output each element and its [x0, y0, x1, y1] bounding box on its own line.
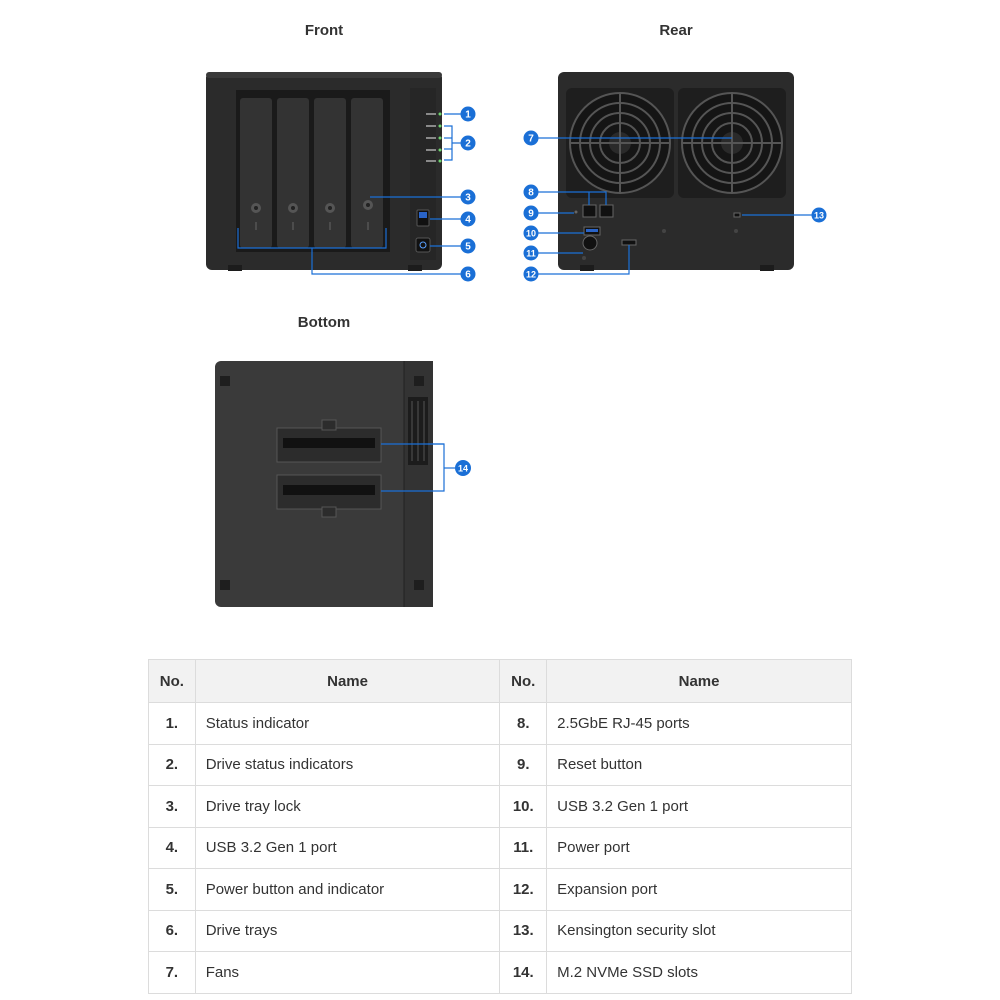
fan-right	[678, 88, 786, 198]
bottom-view-device	[215, 361, 433, 607]
front-view-device	[206, 72, 442, 271]
row-name: Drive trays	[194, 910, 501, 952]
row-number: 12.	[499, 868, 548, 911]
drive-tray-2	[277, 98, 309, 248]
svg-text:2: 2	[465, 139, 471, 150]
row-name: Drive status indicators	[194, 744, 501, 786]
row-number: 11.	[499, 827, 548, 869]
row-name: Power button and indicator	[194, 868, 501, 911]
device-diagram: 1 2 3 4 5 6 7 8 9 10 11 12 13 14	[206, 72, 827, 607]
table-row: 6. Drive trays 13. Kensington security s…	[148, 910, 852, 952]
row-name: Expansion port	[546, 868, 852, 911]
svg-text:1: 1	[465, 110, 471, 121]
table-header-row: No. Name No. Name	[148, 659, 852, 703]
row-number: 13.	[499, 910, 548, 952]
fan-left	[566, 88, 674, 198]
table-row: 1. Status indicator 8. 2.5GbE RJ-45 port…	[148, 702, 852, 745]
callout-7: 7	[523, 130, 539, 146]
header-no-right: No.	[499, 659, 548, 703]
drive-tray-4	[351, 98, 383, 248]
svg-text:6: 6	[465, 270, 471, 281]
table-row: 5. Power button and indicator 12. Expans…	[148, 868, 852, 911]
expansion-port	[621, 239, 637, 246]
callout-1: 1	[460, 106, 476, 122]
row-name: USB 3.2 Gen 1 port	[546, 785, 852, 828]
svg-text:3: 3	[465, 193, 471, 204]
row-number: 2.	[148, 744, 196, 786]
table-row: 7. Fans 14. M.2 NVMe SSD slots	[148, 951, 852, 994]
table-row: 4. USB 3.2 Gen 1 port 11. Power port	[148, 827, 852, 869]
reset-button	[574, 210, 578, 214]
callout-11: 11	[523, 245, 539, 261]
svg-text:5: 5	[465, 242, 471, 253]
callout-badges: 1 2 3 4 5 6 7 8 9 10 11 12 13 14	[455, 106, 827, 476]
kensington-slot	[733, 212, 741, 218]
row-name: Status indicator	[194, 702, 501, 745]
svg-text:10: 10	[526, 229, 536, 239]
leader-lines	[237, 113, 812, 492]
row-name: Power port	[546, 827, 852, 869]
callout-5: 5	[460, 238, 476, 254]
row-name: USB 3.2 Gen 1 port	[194, 827, 501, 869]
row-number: 4.	[148, 827, 196, 869]
table-row: 3. Drive tray lock 10. USB 3.2 Gen 1 por…	[148, 785, 852, 828]
row-number: 3.	[148, 785, 196, 828]
table-row: 2. Drive status indicators 9. Reset butt…	[148, 744, 852, 786]
row-number: 8.	[499, 702, 548, 745]
row-number: 9.	[499, 744, 548, 786]
row-name: 2.5GbE RJ-45 ports	[546, 702, 852, 745]
header-name-right: Name	[546, 659, 852, 703]
svg-text:12: 12	[526, 270, 536, 280]
rj45-port-2	[599, 204, 614, 218]
row-name: Drive tray lock	[194, 785, 501, 828]
m2-slot-cover-1	[276, 419, 382, 463]
header-no-left: No.	[148, 659, 196, 703]
row-name: Reset button	[546, 744, 852, 786]
bottom-view-title: Bottom	[297, 314, 351, 331]
callout-2: 2	[460, 135, 476, 151]
rj45-port-1	[582, 204, 597, 218]
row-number: 10.	[499, 785, 548, 828]
front-view-title: Front	[304, 22, 344, 39]
power-button	[415, 237, 431, 253]
callout-10: 10	[523, 225, 539, 241]
row-name: Fans	[194, 951, 501, 994]
svg-text:7: 7	[528, 134, 534, 145]
component-table: No. Name No. Name 1. Status indicator 8.…	[148, 659, 852, 994]
rear-view-title: Rear	[659, 22, 693, 39]
row-number: 6.	[148, 910, 196, 952]
svg-text:11: 11	[526, 249, 536, 259]
rear-view-device	[558, 72, 794, 271]
svg-text:4: 4	[465, 215, 471, 226]
svg-text:14: 14	[458, 464, 468, 474]
power-port	[582, 235, 598, 251]
callout-6: 6	[460, 266, 476, 282]
callout-3: 3	[460, 189, 476, 205]
row-number: 14.	[499, 951, 548, 994]
callout-4: 4	[460, 211, 476, 227]
callout-8: 8	[523, 184, 539, 200]
m2-slot-cover-2	[276, 474, 382, 518]
callout-12: 12	[523, 266, 539, 282]
callout-13: 13	[811, 207, 827, 223]
svg-text:9: 9	[528, 209, 534, 220]
callout-9: 9	[523, 205, 539, 221]
svg-text:13: 13	[814, 211, 824, 221]
row-number: 1.	[148, 702, 196, 745]
row-name: M.2 NVMe SSD slots	[546, 951, 852, 994]
header-name-left: Name	[194, 659, 501, 703]
svg-text:8: 8	[528, 188, 534, 199]
drive-tray-1	[240, 98, 272, 248]
row-number: 5.	[148, 868, 196, 911]
row-number: 7.	[148, 951, 196, 994]
row-name: Kensington security slot	[546, 910, 852, 952]
drive-tray-3	[314, 98, 346, 248]
status-leds	[426, 112, 442, 163]
callout-14: 14	[455, 460, 471, 476]
